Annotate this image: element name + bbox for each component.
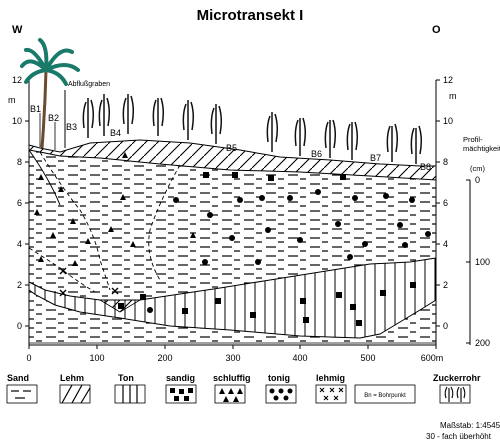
left-tick-10: 10 — [12, 116, 22, 126]
legend-swatch-ton — [114, 384, 146, 404]
legend-swatch-lehm — [59, 384, 91, 404]
right-axis: 12 10 8 6 4 2 0 m — [435, 75, 457, 345]
depth-axis: Profil- mächtigkeit (cm) 0 100 200 — [463, 135, 500, 348]
legend-label-zuckerrohr: Zuckerrohr — [433, 373, 481, 383]
soil-cross-section — [28, 139, 437, 344]
left-tick-2: 2 — [17, 280, 22, 290]
legend-swatch-zuckerrohr — [439, 384, 471, 404]
right-tick-4: 4 — [443, 239, 448, 249]
scale-note: Maßstab: 1:4545 — [440, 421, 500, 430]
borehole-b4: B4 — [110, 128, 121, 138]
borehole-b3: B3 — [66, 122, 77, 132]
x-tick-200: 200 — [157, 353, 172, 363]
left-tick-12: 12 — [12, 75, 22, 85]
right-tick-2: 2 — [443, 280, 448, 290]
legend-label-sandig: sandig — [166, 373, 195, 383]
right-tick-8: 8 — [443, 157, 448, 167]
compass-east: O — [432, 24, 441, 36]
left-tick-4: 4 — [17, 239, 22, 249]
borehole-b7: B7 — [370, 153, 381, 163]
borehole-b8: B8 — [420, 162, 431, 172]
right-tick-6: 6 — [443, 198, 448, 208]
right-axis-unit: m — [449, 91, 457, 101]
borehole-b1: B1 — [30, 104, 41, 114]
x-tick-300: 300 — [225, 353, 240, 363]
profile-label-line2: mächtigkeit — [463, 144, 500, 153]
borehole-b6: B6 — [311, 149, 322, 159]
x-axis: 0 100 200 300 400 500 600m — [26, 344, 444, 363]
legend-swatch-schluffig — [214, 384, 246, 404]
exaggeration-note: 30 - fach überhöht — [426, 432, 492, 441]
surface-features: Abflußgraben — [20, 38, 423, 164]
sugarcane-plants-icon — [82, 94, 423, 164]
left-axis-unit: m — [8, 95, 16, 105]
legend-swatch-sandig — [165, 384, 197, 404]
x-tick-500: 500 — [360, 353, 375, 363]
x-tick-0: 0 — [26, 353, 31, 363]
legend-label-ton: Ton — [118, 373, 134, 383]
left-axis: 12 10 8 6 4 2 0 m — [8, 75, 30, 345]
legend-label-sand: Sand — [7, 373, 29, 383]
compass-west: W — [12, 24, 23, 36]
diagram-title: Microtransekt I — [197, 7, 304, 24]
x-tick-400: 400 — [292, 353, 307, 363]
depth-tick-0: 0 — [475, 175, 480, 185]
depth-tick-200: 200 — [475, 338, 490, 348]
legend-swatch-bohrpunkt: Bn = Bohrpunkt — [354, 384, 416, 404]
legend-label-bohrpunkt: Bn = Bohrpunkt — [364, 393, 406, 399]
x-tick-100: 100 — [89, 353, 104, 363]
annotation-ditch: Abflußgraben — [68, 81, 110, 88]
legend-swatch-sand — [6, 384, 38, 404]
borehole-labels: B1 B2 B3 B4 B5 B6 B7 B8 — [30, 104, 431, 172]
palm-tree-icon — [20, 38, 80, 149]
right-tick-10: 10 — [443, 116, 453, 126]
legend-label-lehmig: lehmig — [316, 373, 345, 383]
legend-swatch-lehmig — [315, 384, 347, 404]
soil-texture-symbols — [34, 152, 431, 326]
right-tick-12: 12 — [443, 75, 453, 85]
profile-label-line1: Profil- — [463, 135, 483, 144]
borehole-b5: B5 — [226, 143, 237, 153]
left-tick-8: 8 — [17, 157, 22, 167]
borehole-b2: B2 — [48, 113, 59, 123]
x-tick-600: 600m — [421, 353, 444, 363]
depth-unit: (cm) — [470, 164, 485, 173]
depth-tick-100: 100 — [475, 257, 490, 267]
legend-label-schluffig: schluffig — [213, 373, 251, 383]
legend-label-lehm: Lehm — [60, 373, 84, 383]
legend-swatch-tonig — [265, 384, 297, 404]
left-tick-0: 0 — [17, 321, 22, 331]
right-tick-0: 0 — [443, 321, 448, 331]
legend: Sand Lehm Ton sandig — [6, 373, 481, 404]
left-tick-6: 6 — [17, 198, 22, 208]
legend-label-tonig: tonig — [268, 373, 290, 383]
